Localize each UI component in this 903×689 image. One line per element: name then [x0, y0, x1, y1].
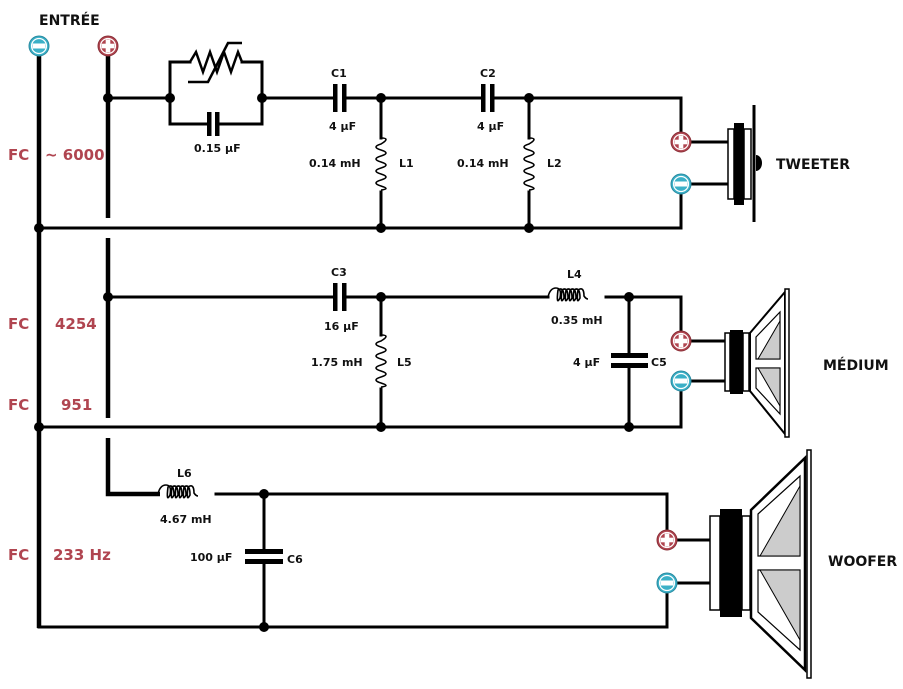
woofer-negative-terminal[interactable]: [656, 572, 678, 594]
capacitor-c3-plate: [342, 283, 347, 311]
c2-name: C2: [480, 67, 496, 80]
medium-section: C3 16 µF 1.75 mH L5 L4 0.35 mH 4 µF C5: [34, 266, 889, 438]
l1-name: L1: [399, 157, 414, 170]
l6-name: L6: [177, 467, 192, 480]
ptc-bypass-cap-value: 0.15 µF: [194, 142, 241, 155]
input-negative-terminal[interactable]: [28, 35, 50, 57]
fc-value-medium-high: 4254: [55, 315, 97, 333]
l5-value: 1.75 mH: [311, 356, 363, 369]
l6-value: 4.67 mH: [160, 513, 212, 526]
capacitor-c2-plate: [481, 84, 486, 112]
fc-label: FC: [8, 546, 29, 564]
capacitor-c2-plate: [490, 84, 495, 112]
c1-value: 4 µF: [329, 120, 356, 133]
medium-negative-terminal[interactable]: [670, 370, 692, 392]
c1-name: C1: [331, 67, 347, 80]
woofer-positive-terminal[interactable]: [656, 529, 678, 551]
c2-value: 4 µF: [477, 120, 504, 133]
capacitor-c3-plate: [333, 283, 338, 311]
capacitor-c6-plate: [245, 559, 283, 564]
input-title: ENTRÉE: [39, 12, 100, 29]
ptc-thermistor-icon: [188, 48, 244, 76]
tweeter-section: 0.15 µF C1 4 µF 0.14 mH L1 C2 4 µF 0.14 …: [34, 41, 850, 233]
inductor-l2-icon: [523, 137, 535, 191]
c6-value: 100 µF: [190, 551, 232, 564]
inductor-l4-icon: [547, 287, 589, 302]
tweeter-speaker-icon: [727, 105, 762, 222]
medium-speaker-icon: [724, 288, 790, 438]
inductor-l6-icon: [157, 484, 199, 499]
woofer-section: L6 4.67 mH 100 µF C6 WOOFER: [37, 449, 897, 679]
c6-name: C6: [287, 553, 303, 566]
fc-label: FC: [8, 315, 29, 333]
inductor-l1-icon: [375, 137, 387, 191]
positive-rail: [105, 52, 160, 497]
tweeter-positive-terminal[interactable]: [670, 131, 692, 153]
capacitor-c5-plate: [611, 363, 648, 368]
fc-value-medium-low: 951: [61, 396, 92, 414]
c3-name: C3: [331, 266, 347, 279]
capacitor-plate: [207, 112, 212, 136]
l5-name: L5: [397, 356, 412, 369]
tweeter-label: TWEETER: [776, 157, 850, 173]
input-positive-terminal[interactable]: [97, 35, 119, 57]
woofer-speaker-icon: [709, 449, 812, 679]
l4-value: 0.35 mH: [551, 314, 603, 327]
capacitor-c6-plate: [245, 549, 283, 554]
l2-value: 0.14 mH: [457, 157, 509, 170]
fc-label: FC: [8, 396, 29, 414]
c3-value: 16 µF: [324, 320, 359, 333]
l2-name: L2: [547, 157, 562, 170]
fc-label: FC: [8, 146, 29, 164]
c5-value: 4 µF: [573, 356, 600, 369]
capacitor-c5-plate: [611, 353, 648, 358]
c5-name: C5: [651, 356, 667, 369]
woofer-label: WOOFER: [828, 554, 897, 570]
l4-name: L4: [567, 268, 582, 281]
capacitor-c1-plate: [333, 84, 338, 112]
capacitor-plate: [215, 112, 220, 136]
fc-value-woofer: 233 Hz: [53, 546, 111, 564]
capacitor-c1-plate: [342, 84, 347, 112]
medium-positive-terminal[interactable]: [670, 330, 692, 352]
l1-value: 0.14 mH: [309, 157, 361, 170]
fc-value-tweeter: ~ 6000: [45, 146, 105, 164]
inductor-l5-icon: [375, 334, 387, 388]
tweeter-negative-terminal[interactable]: [670, 173, 692, 195]
medium-label: MÉDIUM: [823, 357, 889, 374]
